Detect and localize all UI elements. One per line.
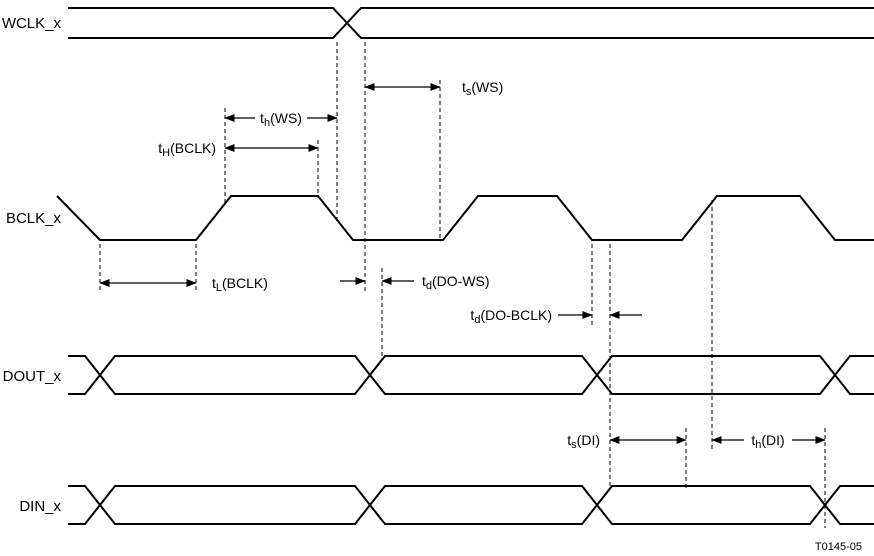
timing-label-sub: d bbox=[426, 280, 432, 292]
timing-label-sub: s bbox=[571, 439, 577, 451]
signal-label-dout: DOUT_x bbox=[3, 368, 62, 385]
timing-label-prefix: t bbox=[158, 140, 162, 156]
timing-label-sub: d bbox=[474, 314, 480, 326]
timing-label-suffix: (WS) bbox=[471, 79, 503, 95]
din-rail-b bbox=[68, 485, 874, 525]
timing-label-prefix: t bbox=[212, 275, 216, 291]
wclk-rail-b bbox=[68, 7, 874, 39]
timing-label-suffix: (BCLK) bbox=[222, 275, 268, 291]
signal-label-din: DIN_x bbox=[19, 498, 61, 515]
label-mask-th-di bbox=[744, 431, 792, 448]
timing-label-th-ws: th(WS) bbox=[260, 110, 302, 129]
timing-label-prefix: t bbox=[260, 110, 264, 126]
timing-label-suffix: (DI) bbox=[761, 432, 784, 448]
figure-id: T0145-05 bbox=[815, 541, 862, 553]
timing-label-sub: s bbox=[466, 86, 472, 98]
timing-label-sub: h bbox=[264, 117, 270, 129]
timing-label-td-do-ws: td(DO-WS) bbox=[422, 273, 490, 292]
bclk-waveform bbox=[56, 195, 874, 241]
timing-label-tL-bclk: tL(BCLK) bbox=[212, 275, 268, 294]
wclk-rail-a bbox=[68, 7, 874, 39]
timing-label-suffix: (DO-WS) bbox=[432, 273, 490, 289]
dout-rail-b bbox=[68, 355, 874, 395]
timing-label-sub: h bbox=[755, 439, 761, 451]
timing-label-prefix: t bbox=[751, 432, 755, 448]
timing-label-ts-ws: ts(WS) bbox=[462, 79, 503, 98]
timing-label-prefix: t bbox=[470, 307, 474, 323]
timing-label-prefix: t bbox=[422, 273, 426, 289]
timing-label-td-do-bclk: td(DO-BCLK) bbox=[470, 307, 552, 326]
timing-label-suffix: (DI) bbox=[577, 432, 600, 448]
timing-label-prefix: t bbox=[567, 432, 571, 448]
timing-label-ts-di: ts(DI) bbox=[567, 432, 600, 451]
timing-label-suffix: (WS) bbox=[270, 110, 302, 126]
label-mask-th-ws bbox=[255, 110, 307, 126]
timing-label-suffix: (DO-BCLK) bbox=[480, 307, 552, 323]
signal-label-bclk: BCLK_x bbox=[6, 210, 62, 227]
din-rail-a bbox=[68, 485, 874, 525]
timing-label-sub: H bbox=[162, 147, 170, 159]
timing-label-sub: L bbox=[216, 282, 222, 294]
timing-label-suffix: (BCLK) bbox=[170, 140, 216, 156]
timing-label-tH-bclk: tH(BCLK) bbox=[158, 140, 216, 159]
dout-waveform bbox=[68, 355, 874, 395]
wclk-waveform bbox=[68, 7, 874, 39]
signal-label-wclk: WCLK_x bbox=[2, 15, 62, 32]
dout-rail-a bbox=[68, 355, 874, 395]
din-waveform bbox=[68, 485, 874, 525]
timing-label-th-di: th(DI) bbox=[751, 432, 784, 451]
timing-label-prefix: t bbox=[462, 79, 466, 95]
